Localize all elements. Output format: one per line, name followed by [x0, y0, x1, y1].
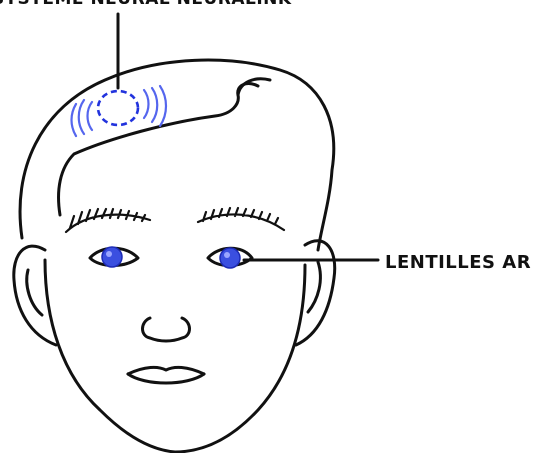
right-ear: [296, 241, 335, 345]
left-ar-lens-icon: [102, 247, 122, 267]
right-eyebrow: [198, 208, 284, 230]
left-eyebrow: [66, 209, 150, 232]
implant-icon: [98, 91, 138, 125]
left-ear: [14, 246, 56, 345]
lower-lip: [128, 374, 204, 383]
eye-callout-label: LENTILLES AR: [385, 252, 531, 273]
right-lens-highlight: [224, 252, 230, 258]
right-ar-lens-icon: [220, 248, 240, 268]
hair-tuft: [238, 79, 270, 95]
nose: [143, 318, 190, 341]
right-ear-inner: [308, 262, 320, 312]
face-outline: [45, 260, 305, 452]
hair-outline: [20, 60, 334, 250]
upper-lip: [128, 367, 204, 374]
left-ear-inner: [27, 270, 42, 315]
top-callout-label: SYSTÈME NEURAL NEURALINK: [0, 0, 292, 9]
left-lens-highlight: [106, 251, 112, 257]
